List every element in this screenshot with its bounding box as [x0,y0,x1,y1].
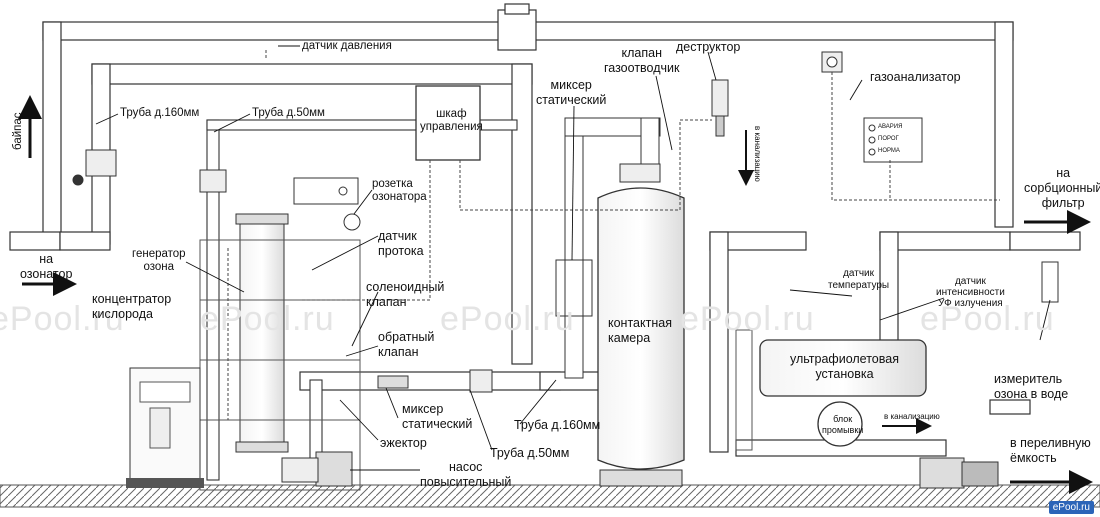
label-contact-chamber: контактная камера [608,316,672,345]
label-oxygen-concentrator: концентратор кислорода [92,292,172,321]
leader-lines [95,45,1051,471]
label-to-sorption-filter: на сорбционный фильтр [1024,166,1100,210]
label-bypass: байпас [12,112,24,150]
label-destructor: деструктор [676,40,741,54]
label-static-mixer-bottom: миксер статический [402,402,473,431]
label-gas-vent-valve: клапан газоотводчик [604,46,680,75]
contact-chamber [597,163,685,487]
watermark: ePool.ru [920,300,1055,338]
ozonator-socket-box [293,177,359,205]
ozone-generator [235,213,289,453]
analyzer-leds [868,124,876,156]
label-solenoid-valve: соленоидный клапан [366,280,445,309]
flush-unit-circle [817,401,863,447]
label-pressure-sensor: датчик давления [302,40,392,52]
label-analyzer-normal: НОРМА [878,148,900,154]
label-ejector: эжектор [380,436,427,450]
label-ozonator-socket: розетка озонатора [372,178,427,203]
label-control-cabinet: шкаф управления [420,108,483,133]
label-uv-intensity-sensor: датчик интенсивности УФ излучения [936,276,1005,309]
label-to-sewer-vertical: в канализацию [753,126,762,182]
label-to-overflow-tank: в переливную ёмкость [1010,436,1091,465]
bypass-valve [72,149,227,193]
watermark: ePool.ru [680,300,815,338]
watermark: ePool.ru [200,300,335,338]
label-analyzer-alarm: АВАРИЯ [878,124,903,130]
bypass-pipe [9,3,1014,251]
ejector-line [377,369,493,393]
label-check-valve: обратный клапан [378,330,435,359]
ozone-meter [1041,261,1059,303]
watermark-badge: ePool.ru [1048,501,1094,514]
label-pipe-50-top: Труба д.50мм [252,107,325,119]
label-to-ozonator: на озонатор [20,252,73,281]
label-flow-sensor: датчик протока [378,229,424,258]
pipe-160-loop [59,63,601,391]
control-cabinet [415,85,481,161]
label-pipe-160-top: Труба д.160мм [120,107,200,119]
label-booster-pump: насос повысительный [420,460,512,489]
label-pipe-160-bottom: Труба д.160мм [514,418,601,432]
label-gas-analyzer: газоанализатор [870,70,961,84]
watermark: ePool.ru [440,300,575,338]
label-ozone-meter: измеритель озона в воде [994,372,1069,401]
static-mixer-vertical [555,117,661,379]
booster-pump [281,451,353,487]
destructor [711,79,729,137]
label-to-sewer-horizontal: в канализацию [884,412,940,421]
watermark: ePool.ru [0,300,125,338]
label-ozone-generator: генератор озона [132,248,186,273]
label-uv-unit: ультрафиолетовая установка [790,352,899,381]
oxygen-concentrator [126,367,204,488]
signal-wires [227,50,1000,420]
label-flush-unit: блок промывки [822,414,864,435]
uv-unit [735,329,927,451]
uv-loop-pipe [709,231,1081,457]
label-temperature-sensor: датчик температуры [828,268,890,291]
circulation-pump [919,457,999,489]
label-static-mixer-top: миксер статический [536,78,607,107]
label-pipe-50-bottom: Труба д.50мм [490,446,570,460]
label-analyzer-threshold: ПОРОГ [878,136,899,142]
